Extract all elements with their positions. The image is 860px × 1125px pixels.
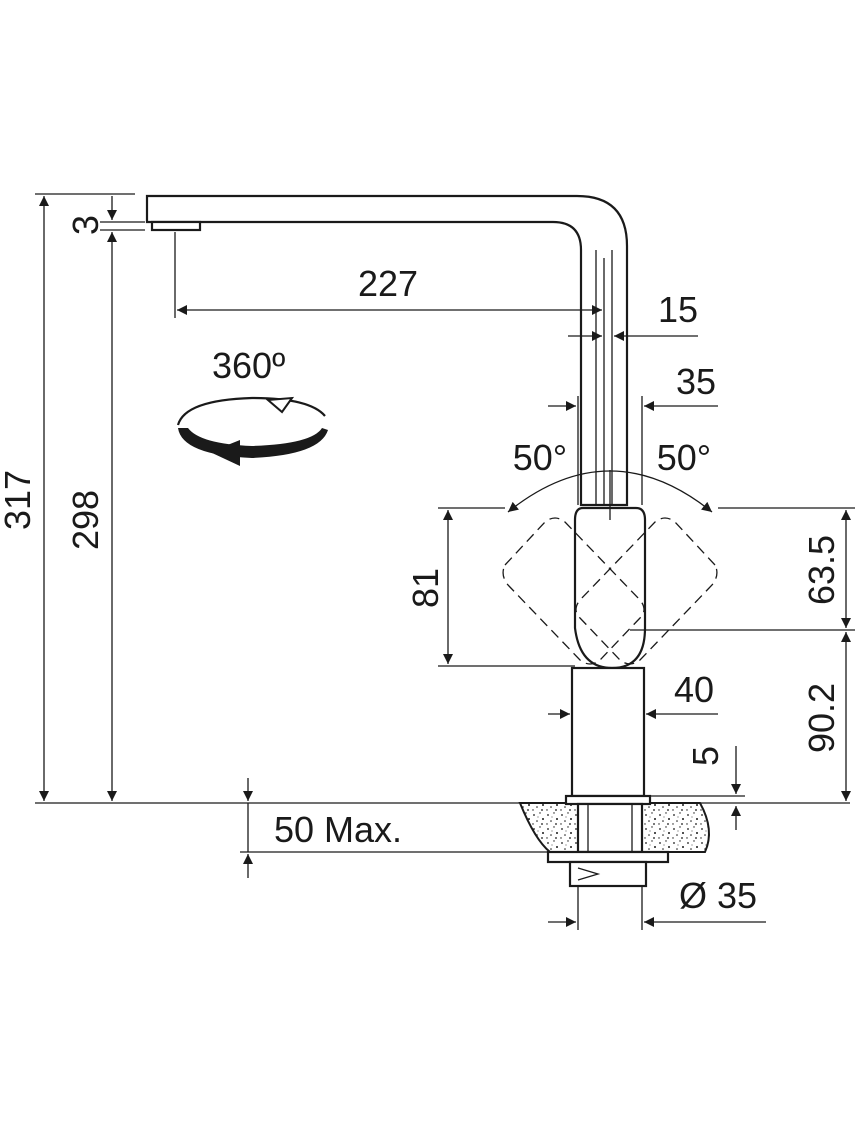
dim-lever-top-label: 63.5	[801, 535, 842, 605]
dim-body-lower-width: 40	[548, 669, 718, 719]
dim-spout-thickness: 3	[65, 196, 145, 235]
dim-worktop-max: 50 Max.	[240, 778, 550, 878]
lever-handle	[573, 506, 647, 670]
dim-pivot-height-label: 90.2	[801, 683, 842, 753]
dim-spout-height-label: 298	[65, 490, 106, 550]
dim-spout-reach: 227	[174, 232, 602, 318]
worktop-right	[641, 802, 710, 853]
dim-lever-top: 63.5	[630, 507, 855, 631]
dim-body-lower-width-label: 40	[674, 669, 714, 710]
worktop-left	[518, 802, 579, 853]
dim-lever-angle: 50° 50°	[507, 437, 713, 520]
lower-body	[570, 666, 646, 798]
dim-pivot-height: 90.2	[801, 632, 851, 801]
dim-worktop-max-label: 50 Max.	[274, 809, 402, 850]
dim-spout-height: 298	[65, 229, 145, 801]
rotation-arrow-icon	[176, 396, 328, 466]
dim-hole-diameter: Ø 35	[548, 875, 766, 930]
rotation-label: 360º	[212, 345, 285, 386]
lever-left-position	[502, 517, 645, 665]
fixing-plate	[546, 850, 670, 864]
fixing-nut	[568, 860, 648, 888]
dim-spout-width: 15	[568, 258, 698, 505]
dim-total-height-label: 317	[0, 470, 38, 530]
dim-body-upper-width-label: 35	[676, 361, 716, 402]
dim-lever-angle-left-label: 50°	[513, 437, 567, 478]
dim-lever-angle-right-label: 50°	[657, 437, 711, 478]
dim-spout-thickness-label: 3	[65, 215, 106, 235]
shank	[576, 802, 644, 854]
dim-spout-width-label: 15	[658, 289, 698, 330]
dim-lever-height-label: 81	[405, 568, 446, 608]
dim-plate-thickness: 5	[650, 746, 745, 830]
dim-hole-diameter-label: Ø 35	[679, 875, 757, 916]
aerator	[150, 220, 202, 232]
dim-plate-thickness-label: 5	[685, 746, 726, 766]
faucet-outline	[145, 194, 718, 888]
dim-spout-reach-label: 227	[358, 263, 418, 304]
lever-right-position	[575, 517, 718, 665]
dim-total-height: 317	[0, 193, 135, 801]
dim-lever-height: 81	[405, 507, 575, 667]
mounting-plate	[564, 794, 652, 806]
dim-body-upper-width: 35	[548, 361, 718, 505]
